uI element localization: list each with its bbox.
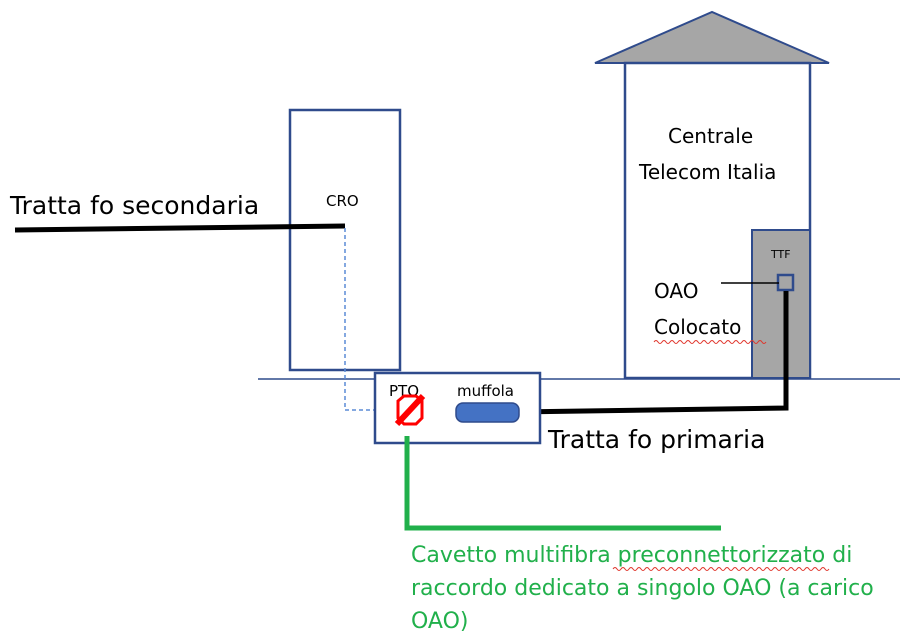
central-office-label-line1: Centrale bbox=[668, 124, 753, 148]
cable-label-line1: Cavetto multifibra preconnettorizzato di bbox=[411, 543, 852, 568]
cable-label-line2: raccordo dedicato a singolo OAO (a caric… bbox=[411, 576, 874, 601]
ttf-rack bbox=[751, 229, 811, 379]
cable-label-line3: OAO) bbox=[411, 609, 469, 634]
oao-label-line1: OAO bbox=[654, 279, 698, 303]
cro-cabinet bbox=[288, 108, 402, 372]
secondary-route-label: Tratta fo secondaria bbox=[9, 191, 259, 220]
central-office-label-line2: Telecom Italia bbox=[638, 160, 776, 184]
primary-fiber-line bbox=[515, 291, 789, 415]
muffola-icon bbox=[455, 402, 520, 423]
spellcheck-underline-preconnettorizzato bbox=[612, 567, 830, 571]
muffola-label: muffola bbox=[457, 382, 514, 400]
oao-label-line2: Colocato bbox=[654, 315, 741, 339]
central-office-roof bbox=[594, 10, 830, 64]
ttf-port-icon bbox=[776, 273, 795, 292]
primary-route-label: Tratta fo primaria bbox=[547, 425, 765, 454]
green-cable-line bbox=[404, 436, 721, 531]
dashed-fiber-path bbox=[344, 228, 395, 411]
cro-label: CRO bbox=[326, 192, 359, 210]
spellcheck-underline-colocato bbox=[653, 340, 767, 344]
no-entry-sign-icon bbox=[394, 393, 426, 427]
secondary-fiber-line bbox=[14, 223, 346, 233]
ttf-label: TTF bbox=[770, 248, 791, 261]
